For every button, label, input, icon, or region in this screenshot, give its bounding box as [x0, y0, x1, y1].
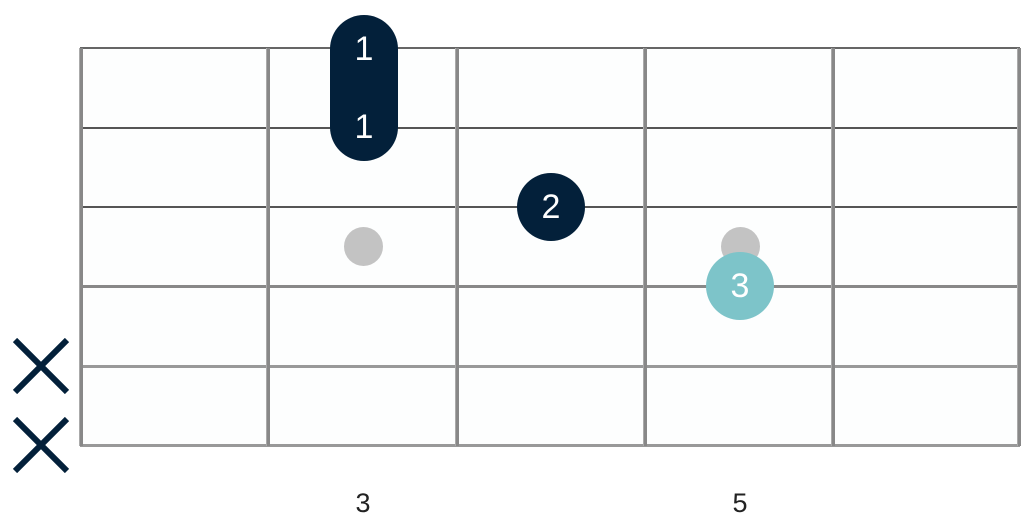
fret-line-5 — [1017, 48, 1021, 446]
string-2 — [80, 127, 1020, 129]
string-6 — [80, 444, 1020, 447]
barre-finger-1: 1 1 — [330, 15, 398, 161]
fret-line-1 — [266, 48, 270, 446]
fret-number-3: 3 — [355, 488, 371, 518]
string-1 — [80, 47, 1020, 49]
fret-number-5: 5 — [732, 488, 748, 518]
fret-line-4 — [831, 48, 835, 446]
string-4 — [80, 285, 1020, 288]
finger-2-dot: 2 — [517, 173, 585, 241]
muted-string-6-icon — [13, 417, 69, 473]
finger-3-label: 3 — [730, 266, 750, 305]
fret-line-3 — [643, 48, 647, 446]
fret-line-2 — [455, 48, 459, 446]
fret-line-0 — [79, 48, 83, 446]
finger-2-label: 2 — [541, 187, 561, 226]
barre-label-top: 1 — [354, 30, 374, 68]
string-5 — [80, 365, 1020, 368]
inlay-marker-fret-3 — [344, 227, 383, 266]
barre-label-bottom: 1 — [354, 108, 374, 146]
muted-string-5-icon — [13, 338, 69, 394]
fretboard — [80, 48, 1020, 445]
finger-3-dot: 3 — [706, 252, 774, 320]
